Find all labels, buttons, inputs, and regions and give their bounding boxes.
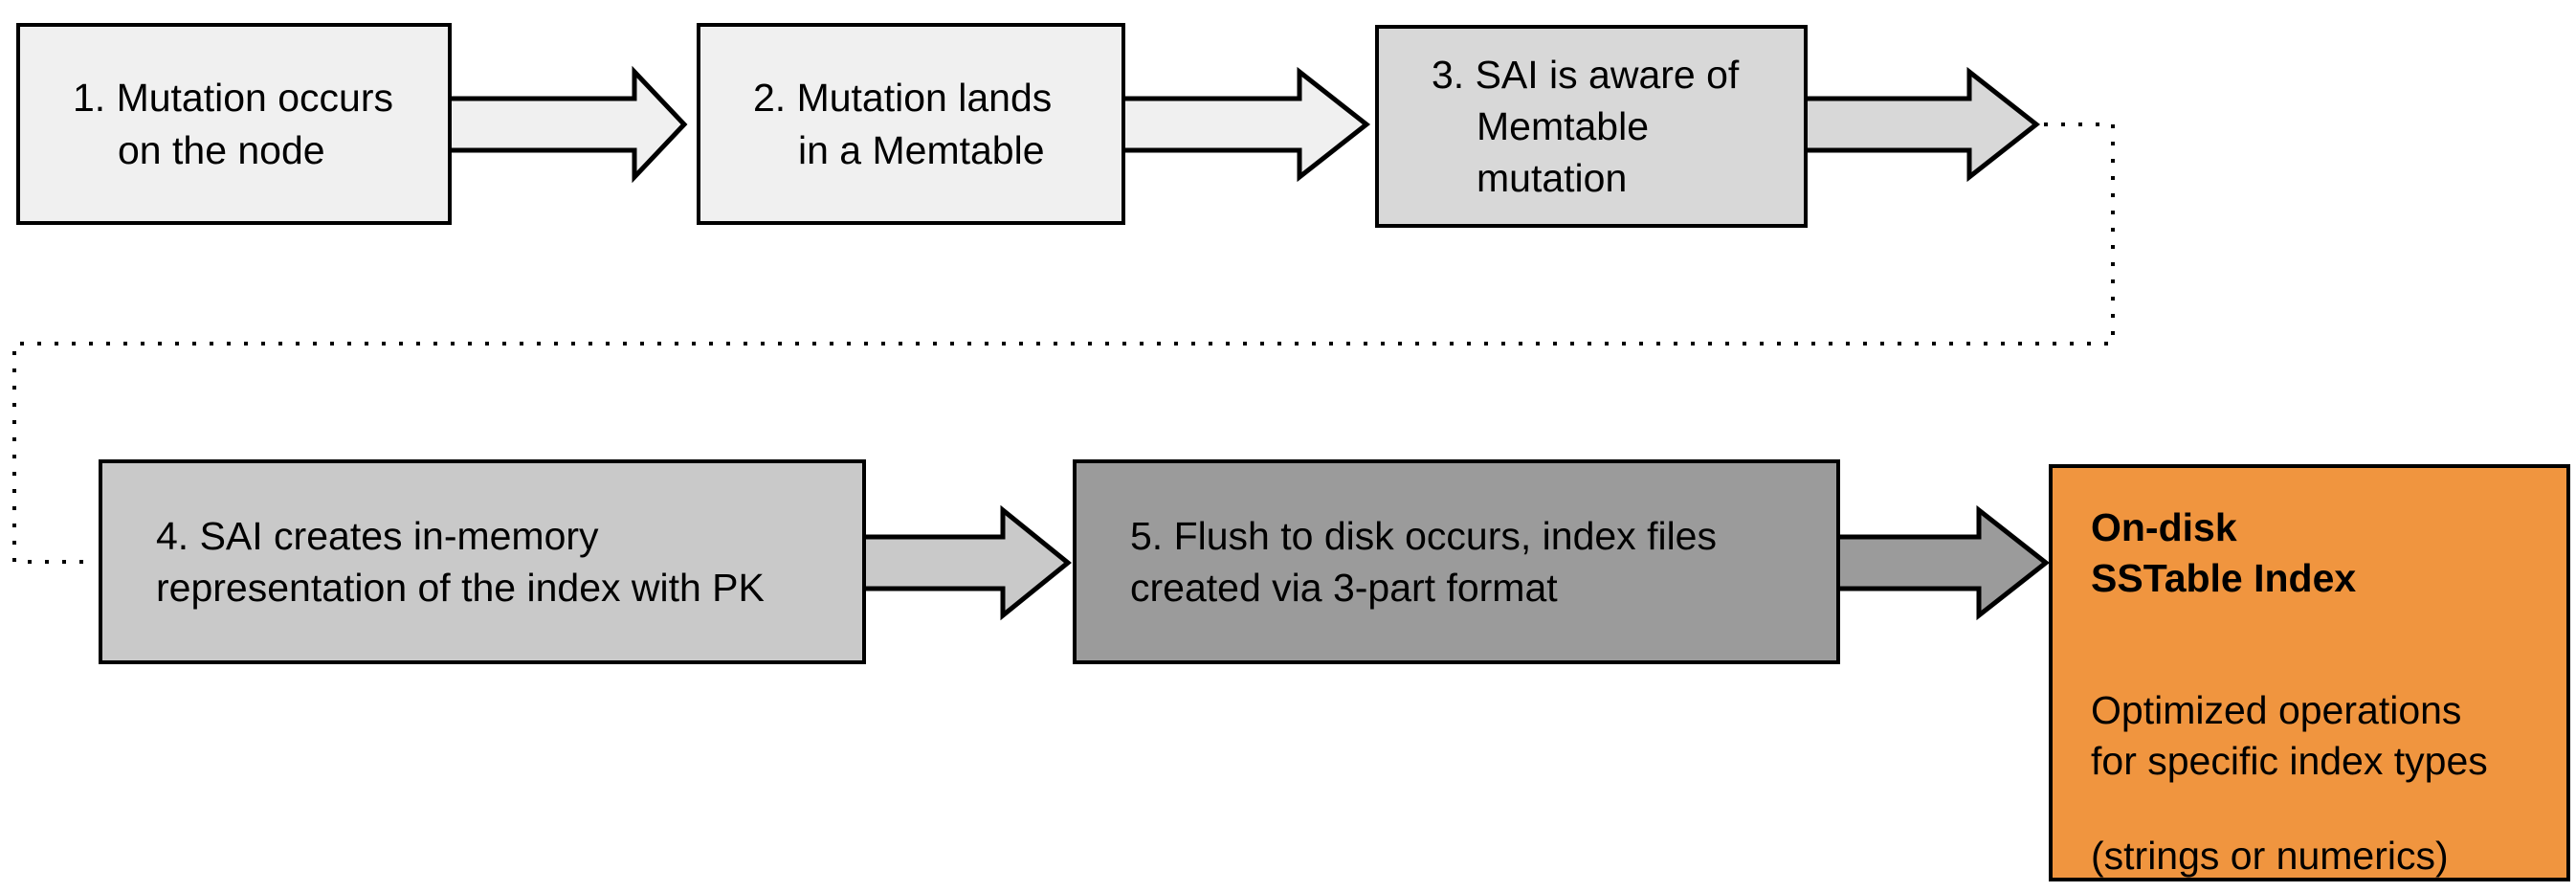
- flow-step-3-box: 3. SAI is aware of Memtable mutation: [1375, 25, 1808, 228]
- flow-step-3-label: 3. SAI is aware of Memtable mutation: [1432, 52, 1740, 201]
- flow-step-1-label: 1. Mutation occurs on the node: [73, 76, 393, 172]
- result-note: (strings or numerics): [2091, 834, 2449, 879]
- arrow-step1-step2-icon: [445, 65, 688, 184]
- flow-step-4-box: 4. SAI creates in-memory representation …: [99, 459, 866, 664]
- flow-step-5-box: 5. Flush to disk occurs, index files cre…: [1073, 459, 1840, 664]
- arrow-step3-out-icon: [1801, 66, 2041, 183]
- flow-step-2-label: 2. Mutation lands in a Memtable: [753, 76, 1053, 172]
- result-box-on-disk-sstable-index: On-disk SSTable Index Optimized operatio…: [2049, 464, 2570, 881]
- dotted-connector: [12, 123, 2115, 564]
- flow-step-4-label: 4. SAI creates in-memory representation …: [156, 513, 765, 610]
- result-title: On-disk SSTable Index: [2091, 505, 2357, 601]
- result-body: Optimized operations for specific index …: [2091, 687, 2488, 783]
- arrow-step4-step5-icon: [859, 504, 1072, 621]
- flow-step-5-label: 5. Flush to disk occurs, index files cre…: [1130, 513, 1717, 610]
- flow-step-2-box: 2. Mutation lands in a Memtable: [697, 23, 1125, 225]
- flow-step-1-box: 1. Mutation occurs on the node: [16, 23, 452, 225]
- arrow-step2-step3-icon: [1119, 66, 1371, 183]
- arrow-step5-result-icon: [1833, 504, 2051, 621]
